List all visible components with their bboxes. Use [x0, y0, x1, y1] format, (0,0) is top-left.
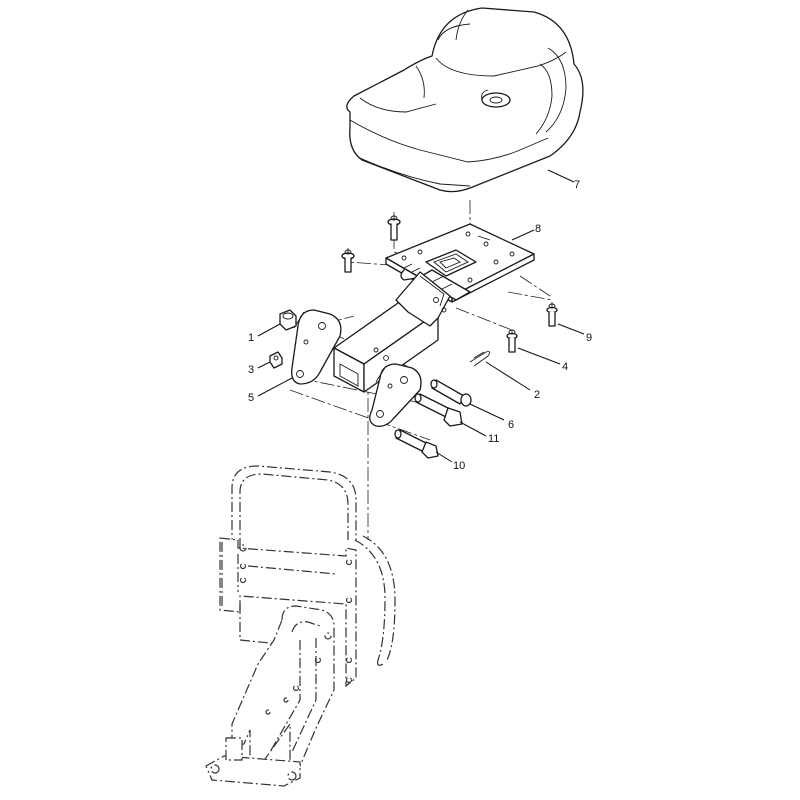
- bolt-part-11: [414, 393, 463, 427]
- ghost-frame: [205, 465, 396, 787]
- pin-part-6: [430, 379, 472, 407]
- callout-9: 9: [586, 332, 592, 344]
- bracket-plate-part-5b: [369, 363, 422, 427]
- nut-part-3: [269, 351, 283, 369]
- locknut-part-1: [279, 309, 297, 331]
- callout-2: 2: [534, 389, 540, 401]
- flange-bolt-part-9: [546, 303, 558, 327]
- callout-8: 8: [535, 223, 541, 235]
- bolt-part-10: [394, 429, 439, 459]
- callout-7: 7: [574, 179, 580, 191]
- flange-bolt-part-4: [506, 329, 518, 353]
- callout-5: 5: [248, 392, 254, 404]
- flange-bolt-part-9a: [387, 215, 401, 241]
- hairpin-part-2: [469, 351, 491, 367]
- flange-bolt-part-9b: [341, 249, 355, 273]
- callout-4: 4: [562, 361, 568, 373]
- callout-1: 1: [248, 332, 254, 344]
- seat-part-7: [346, 7, 584, 193]
- callout-11: 11: [488, 433, 499, 445]
- callout-10: 10: [453, 460, 465, 472]
- callout-3: 3: [248, 364, 254, 376]
- leader-lines: [257, 169, 585, 463]
- callout-6: 6: [508, 419, 514, 431]
- callout-labels: 1 2 3 4 5 6 7 8 9 10 11: [248, 179, 592, 472]
